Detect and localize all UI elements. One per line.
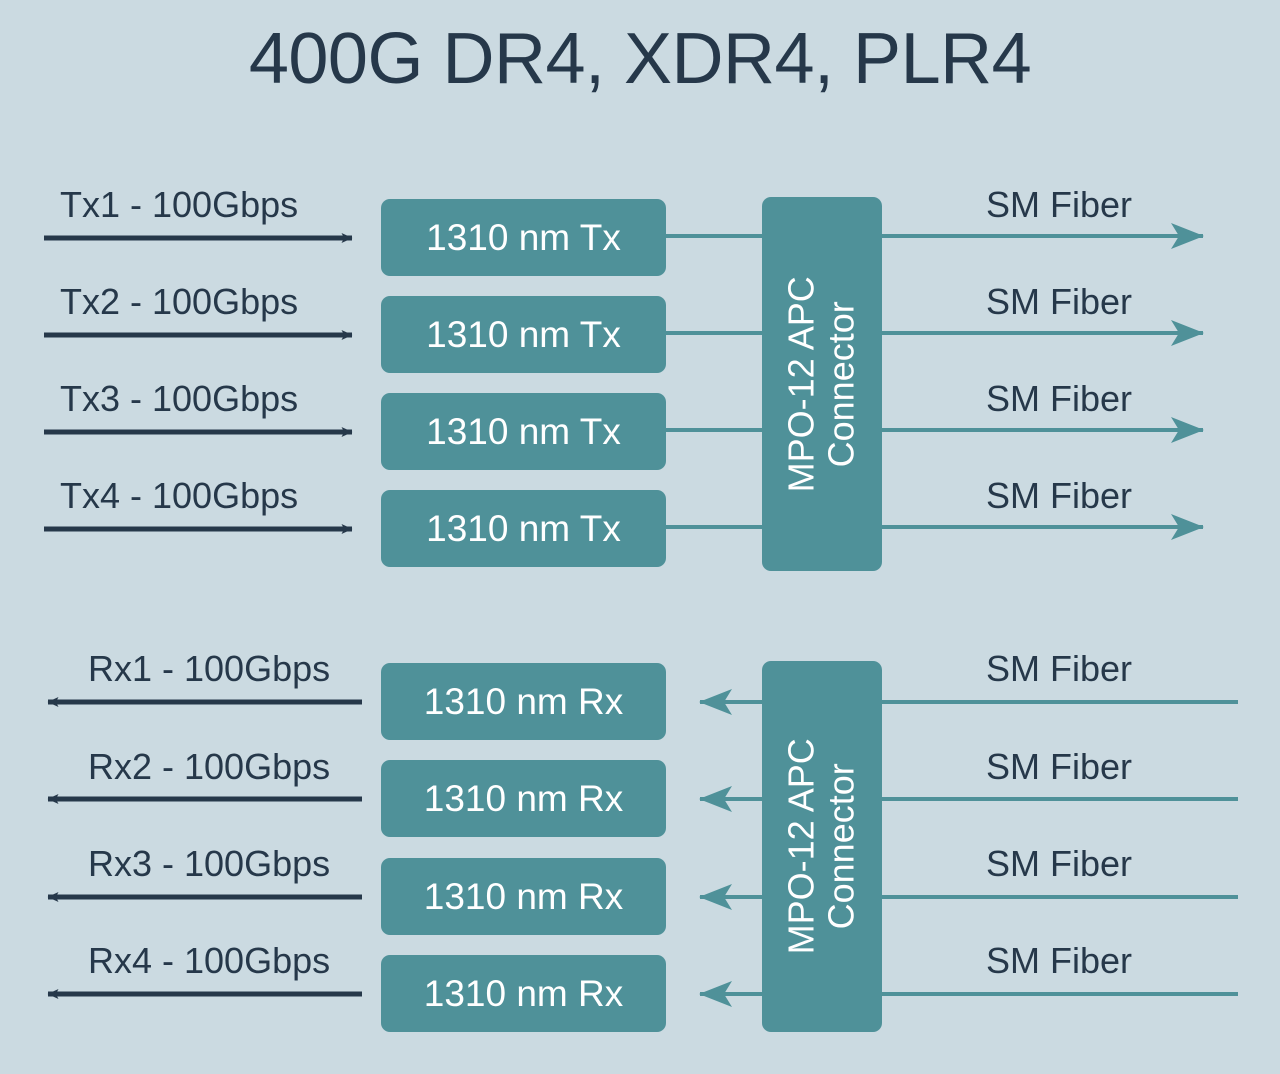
rx-lane-box-label-3: 1310 nm Rx	[423, 875, 624, 917]
rx-fiber-label-2: SM Fiber	[986, 746, 1133, 787]
tx-lane-box-4[interactable]: 1310 nm Tx	[381, 490, 666, 567]
rx-connector-to-box-arrows	[699, 689, 762, 1007]
rx-output-label-3: Rx3 - 100Gbps	[88, 843, 331, 884]
tx-input-label-1: Tx1 - 100Gbps	[60, 184, 299, 225]
rx-output-label-4: Rx4 - 100Gbps	[88, 940, 331, 981]
rx-lane-box-4[interactable]: 1310 nm Rx	[381, 955, 666, 1032]
tx-mpo-connector-line1: MPO-12 APC	[780, 275, 822, 493]
rx-output-label-2: Rx2 - 100Gbps	[88, 746, 331, 787]
tx-lane-box-label-2: 1310 nm Tx	[426, 313, 621, 355]
tx-box-to-connector-lines	[666, 234, 762, 529]
rx-mpo-connector[interactable]: MPO-12 APC Connector	[762, 661, 882, 1032]
tx-lane-box-label-4: 1310 nm Tx	[426, 507, 621, 549]
tx-fiber-label-1: SM Fiber	[986, 184, 1133, 225]
rx-lane-box-label-4: 1310 nm Rx	[423, 972, 624, 1014]
tx-lane-box-2[interactable]: 1310 nm Tx	[381, 296, 666, 373]
tx-mpo-connector[interactable]: MPO-12 APC Connector	[762, 197, 882, 571]
rx-mpo-connector-line2: Connector	[821, 763, 863, 930]
tx-input-label-2: Tx2 - 100Gbps	[60, 281, 299, 322]
rx-output-label-1: Rx1 - 100Gbps	[88, 648, 331, 689]
tx-fiber-label-3: SM Fiber	[986, 378, 1133, 419]
rx-lane-box-2[interactable]: 1310 nm Rx	[381, 760, 666, 837]
tx-mpo-connector-line2: Connector	[821, 300, 863, 468]
tx-lane-box-3[interactable]: 1310 nm Tx	[381, 393, 666, 470]
rx-lane-box-label-2: 1310 nm Rx	[423, 777, 624, 819]
tx-lane-box-1[interactable]: 1310 nm Tx	[381, 199, 666, 276]
rx-lane-box-1[interactable]: 1310 nm Rx	[381, 663, 666, 740]
rx-fiber-label-4: SM Fiber	[986, 940, 1133, 981]
rx-lane-box-3[interactable]: 1310 nm Rx	[381, 858, 666, 935]
rx-mpo-connector-label: MPO-12 APC Connector	[780, 738, 863, 955]
tx-input-label-3: Tx3 - 100Gbps	[60, 378, 299, 419]
rx-fiber-label-1: SM Fiber	[986, 648, 1133, 689]
rx-mpo-connector-line1: MPO-12 APC	[780, 738, 822, 955]
page-title: 400G DR4, XDR4, PLR4	[248, 19, 1032, 99]
tx-fiber-label-2: SM Fiber	[986, 281, 1133, 322]
tx-lane-box-label-3: 1310 nm Tx	[426, 410, 621, 452]
rx-fiber-label-3: SM Fiber	[986, 843, 1133, 884]
rx-lane-box-label-1: 1310 nm Rx	[423, 680, 624, 722]
tx-fiber-label-4: SM Fiber	[986, 475, 1133, 516]
tx-input-label-4: Tx4 - 100Gbps	[60, 475, 299, 516]
tx-lane-box-label-1: 1310 nm Tx	[426, 216, 621, 258]
tx-mpo-connector-label: MPO-12 APC Connector	[780, 275, 863, 493]
